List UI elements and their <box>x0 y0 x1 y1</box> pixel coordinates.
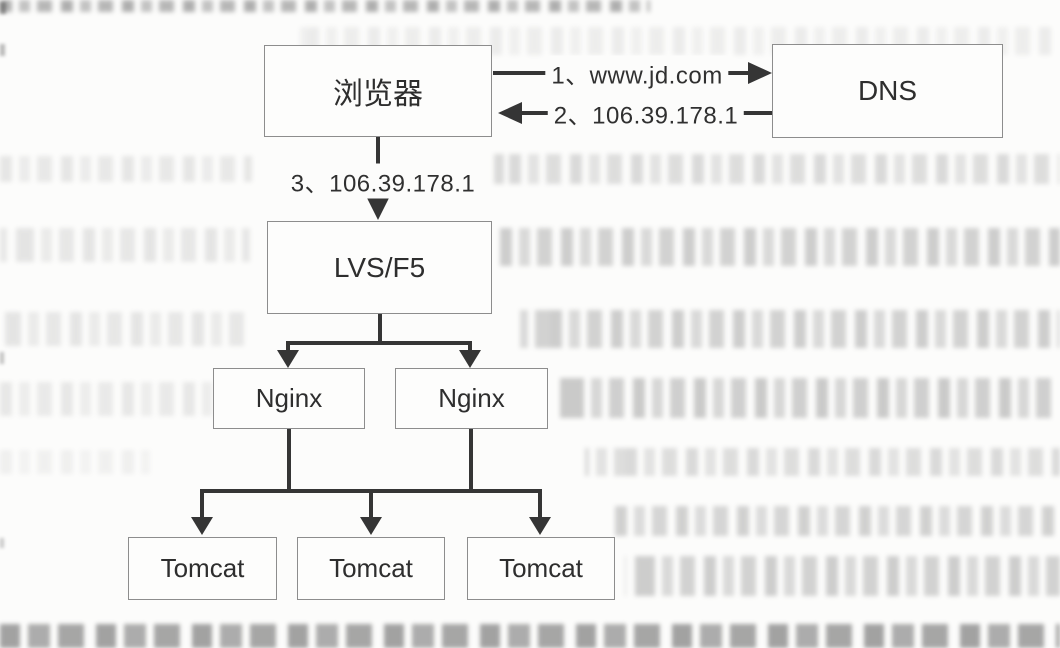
arrowhead-left-icon <box>498 102 522 124</box>
edge-label-dns-response: 2、106.39.178.1 <box>547 95 745 131</box>
node-nginx-1: Nginx <box>213 368 365 429</box>
background-noise-band <box>0 312 248 346</box>
arrowhead-down-icon <box>459 350 481 368</box>
background-noise-band <box>500 228 1060 266</box>
node-tomcat-1: Tomcat <box>128 537 277 600</box>
arrowhead-down-icon <box>367 198 389 220</box>
arrowhead-right-icon <box>748 62 772 84</box>
node-nginx-2-label: Nginx <box>438 383 505 413</box>
node-browser: 浏览器 <box>264 45 492 137</box>
arrowhead-down-icon <box>277 350 299 368</box>
edge-nginx1-drop <box>287 429 291 491</box>
background-noise-band <box>615 506 1060 536</box>
background-noise-band <box>560 378 1060 418</box>
arrowhead-down-icon <box>360 517 382 535</box>
edge-lvs-stem <box>378 314 382 343</box>
edge-lvs-branch-bar <box>286 341 472 345</box>
edge-label-dns-request: 1、www.jd.com <box>545 55 729 91</box>
node-nginx-1-label: Nginx <box>255 383 323 413</box>
node-tomcat-2-label: Tomcat <box>329 553 413 583</box>
node-dns: DNS <box>772 44 1003 138</box>
background-noise-band <box>0 382 212 416</box>
edge-tomcat1-stem <box>200 491 204 518</box>
arrowhead-down-icon <box>191 517 213 535</box>
edge-lvs-nginx2-stem <box>468 343 472 352</box>
node-tomcat-2: Tomcat <box>297 537 445 600</box>
background-noise-band <box>494 154 1060 184</box>
background-noise-band <box>625 556 1060 596</box>
node-lvs-label: LVS/F5 <box>333 251 426 283</box>
node-browser-label: 浏览器 <box>333 78 423 111</box>
node-tomcat-3: Tomcat <box>467 537 615 600</box>
edge-lvs-nginx1-stem <box>286 343 290 352</box>
page-edge-smudge <box>0 352 4 364</box>
edge-label-to-lvs: 3、106.39.178.1 <box>284 163 482 199</box>
node-dns-label: DNS <box>857 75 918 106</box>
node-lvs: LVS/F5 <box>267 221 492 314</box>
background-noise-band <box>0 624 1060 648</box>
edge-tomcat3-stem <box>538 491 542 518</box>
background-noise-band <box>0 156 252 182</box>
background-noise-band <box>0 228 250 262</box>
background-noise-band <box>585 448 1060 476</box>
page-edge-smudge <box>0 44 5 56</box>
node-tomcat-1-label: Tomcat <box>160 553 245 583</box>
arrowhead-down-icon <box>529 517 551 535</box>
page-edge-smudge <box>0 2 6 14</box>
page-edge-smudge <box>0 538 4 548</box>
node-nginx-2: Nginx <box>395 368 548 429</box>
edge-nginx2-drop <box>469 429 473 491</box>
background-noise-band <box>0 450 150 474</box>
node-tomcat-3-label: Tomcat <box>499 553 583 583</box>
edge-tomcat2-stem <box>369 491 373 518</box>
background-noise-band <box>0 0 650 12</box>
background-noise-band <box>520 310 1060 348</box>
